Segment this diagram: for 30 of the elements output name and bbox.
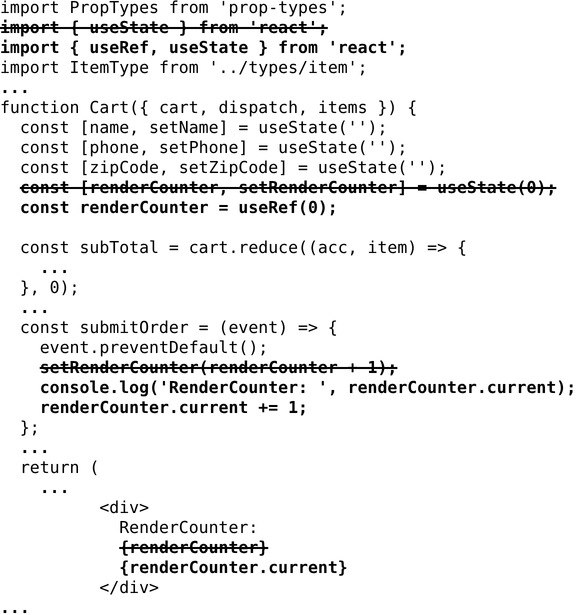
code-line: const [zipCode, setZipCode] = useState('');	[20, 158, 448, 178]
code-line: const subTotal = cart.reduce((acc, item) => {	[20, 238, 467, 258]
code-line: renderCounter.current += 1;	[40, 398, 308, 418]
code-line: ...	[0, 598, 30, 615]
code-line: import { useState } from 'react';	[0, 18, 328, 38]
code-line: event.preventDefault();	[40, 338, 268, 358]
code-line: return (	[20, 458, 100, 478]
code-line: </div>	[99, 578, 159, 598]
code-line: RenderCounter:	[119, 518, 258, 538]
code-line: function Cart({ cart, dispatch, items }) {	[0, 98, 418, 118]
code-line: const [phone, setPhone] = useState('');	[20, 138, 408, 158]
code-line: const [renderCounter, setRenderCounter] = useState(0);	[20, 178, 556, 198]
code-line: import { useRef, useState } from 'react';	[0, 38, 408, 58]
code-line: setRenderCounter(renderCounter + 1);	[40, 358, 398, 378]
code-line: {renderCounter}	[119, 538, 268, 558]
code-line: <div>	[99, 498, 149, 518]
code-line: ...	[20, 298, 50, 318]
code-line: ...	[40, 258, 70, 278]
code-line: const submitOrder = (event) => {	[20, 318, 338, 338]
code-line: ...	[20, 438, 50, 458]
code-line: import PropTypes from 'prop-types';	[0, 0, 348, 18]
code-line: console.log('RenderCounter: ', renderCounter.current);	[40, 378, 576, 398]
code-line: };	[20, 418, 40, 438]
code-line: const renderCounter = useRef(0);	[20, 198, 338, 218]
code-line: ...	[40, 478, 70, 498]
code-line: import ItemType from '../types/item';	[0, 58, 368, 78]
code-line: ...	[0, 78, 30, 98]
code-line: {renderCounter.current}	[119, 558, 348, 578]
code-line: }, 0);	[20, 278, 80, 298]
code-line: const [name, setName] = useState('');	[20, 118, 388, 138]
